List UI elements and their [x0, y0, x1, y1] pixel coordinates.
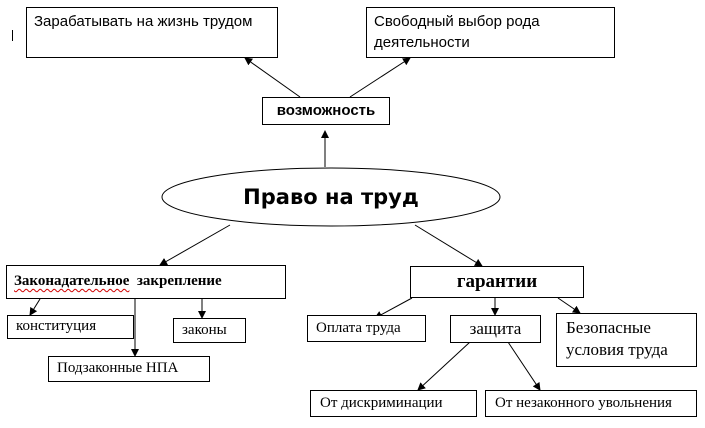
arrow-legal-to-constitution: [29, 298, 41, 316]
node-legal: Законадательное закрепление: [6, 265, 286, 299]
text-cursor: [12, 30, 13, 41]
node-discrimination-label: От дискриминации: [320, 395, 443, 411]
arrow-center-to-legal: [159, 224, 231, 266]
node-free-choice: Свободный выбор рода деятельности: [366, 7, 615, 58]
node-laws-label: законы: [182, 322, 227, 338]
node-safety-label: Безопасные условия труда: [566, 318, 668, 359]
node-pay: Оплата труда: [307, 315, 426, 342]
node-earn-living-label: Зарабатывать на жизнь трудом: [34, 13, 253, 30]
arrow-protection-to-discrimination: [417, 341, 471, 391]
node-earn-living: Зарабатывать на жизнь трудом: [26, 7, 278, 58]
center-title: Право на труд: [162, 168, 500, 226]
arrow-opportunity-to-earn: [244, 57, 301, 98]
node-legal-label-word2: закрепление: [136, 273, 222, 289]
center-ellipse: [161, 167, 501, 227]
arrow-opportunity-to-choice: [349, 57, 411, 98]
node-opportunity-label: возможность: [276, 102, 376, 119]
node-constitution-label: конституция: [16, 318, 97, 334]
node-guarantees: гарантии: [410, 266, 584, 298]
node-npa: Подзаконные НПА: [48, 356, 210, 382]
node-unlawful-dismissal-label: От незаконного увольнения: [495, 395, 672, 411]
node-opportunity: возможность: [262, 97, 390, 125]
node-legal-label-word1: Законадательное: [14, 273, 130, 289]
arrow-center-to-guarantees: [414, 224, 483, 267]
node-protection: защита: [450, 315, 541, 343]
node-pay-label: Оплата труда: [316, 320, 401, 336]
node-discrimination: От дискриминации: [310, 390, 477, 417]
arrow-guarantees-to-safety: [557, 297, 581, 314]
node-protection-label: защита: [469, 319, 522, 338]
node-laws: законы: [173, 318, 246, 343]
node-unlawful-dismissal: От незаконного увольнения: [485, 390, 697, 417]
arrow-protection-to-dismissal: [507, 341, 541, 391]
node-constitution: конституция: [7, 315, 134, 339]
node-free-choice-label: Свободный выбор рода деятельности: [374, 13, 540, 51]
node-guarantees-label: гарантии: [456, 271, 538, 292]
arrow-guarantees-to-pay: [374, 297, 413, 319]
node-npa-label: Подзаконные НПА: [57, 360, 179, 376]
center-title-label: Право на труд: [243, 185, 419, 209]
node-safety: Безопасные условия труда: [556, 313, 697, 367]
